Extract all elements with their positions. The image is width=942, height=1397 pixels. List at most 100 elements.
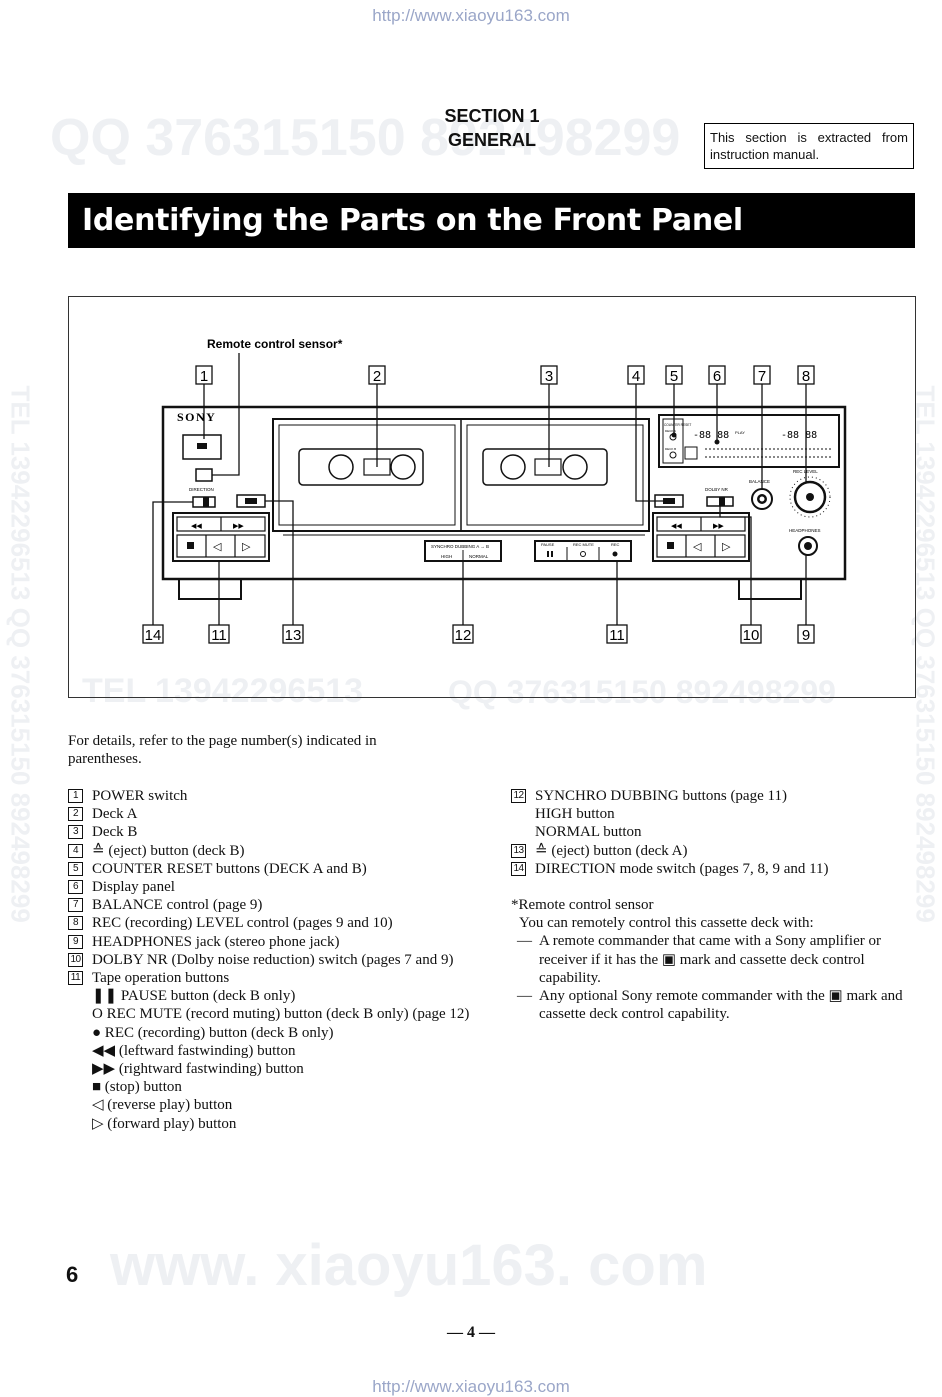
tape-button-item: ● REC (recording) button (deck B only) — [92, 1024, 334, 1041]
dolby-label: DOLBY NR — [705, 487, 729, 492]
page-title-banner: Identifying the Parts on the Front Panel — [68, 193, 915, 248]
synchro-label: SYNCHRO DUBBING A → B — [431, 544, 489, 549]
rec-level-knob — [793, 480, 827, 514]
watermark-tel: TEL 13942296513 — [82, 672, 364, 710]
page-number: 6 — [66, 1262, 79, 1287]
stop-a-glyph — [187, 542, 194, 549]
headphones-label: HEADPHONES — [789, 528, 821, 533]
ffwd-b-glyph: ▶▶ — [713, 523, 724, 530]
rev-play-b-glyph: ◁ — [693, 541, 702, 553]
deck-b-counter-label: DECK B — [665, 447, 676, 451]
callout-5: 5 — [670, 368, 678, 385]
deck-b-window — [466, 424, 644, 526]
callout-9: 9 — [802, 627, 810, 644]
transport-a — [172, 512, 270, 562]
callout-7: 7 — [758, 368, 766, 385]
sensor-label: Remote control sensor* — [207, 337, 343, 351]
callout-12: 12 — [455, 627, 472, 644]
cassette-a — [298, 448, 424, 486]
ffwd-a-glyph: ▶▶ — [233, 523, 244, 530]
sony-logo: SONY — [177, 410, 216, 424]
remote-sensor-intro: You can remotely control this cassette d… — [519, 915, 814, 932]
normal-label: NORMAL — [469, 554, 489, 559]
tape-button-item: ■ (stop) button — [92, 1079, 182, 1096]
counter-label: COUNTER RESET — [664, 423, 691, 427]
fwd-play-b-glyph: ▷ — [722, 541, 731, 553]
callout-6: 6 — [713, 368, 721, 385]
play-indicator: PLAY — [735, 430, 745, 435]
callout-3: 3 — [545, 368, 553, 385]
direction-label: DIRECTION — [189, 487, 214, 492]
watermark-qq-mid: QQ 376315150 892498299 — [448, 674, 836, 710]
tape-button-item: ◀◀ (leftward fastwinding) button — [92, 1042, 296, 1059]
callout-11-left: 11 — [211, 627, 227, 644]
callout-1: 1 — [200, 368, 208, 385]
cassette-b — [482, 448, 608, 486]
synchro-sub-item: NORMAL button — [535, 824, 642, 841]
callout-2: 2 — [373, 368, 381, 385]
stop-b-glyph — [667, 542, 674, 549]
fwd-play-a-glyph: ▷ — [242, 541, 251, 553]
rec-level-scale — [789, 476, 831, 518]
watermark-side-left: TEL 13942296513 QQ 376315150 892498299 — [5, 385, 36, 923]
tape-button-item: ▶▶ (rightward fastwinding) button — [92, 1061, 304, 1078]
remote-bullet: —A remote commander that came with a Son… — [517, 933, 881, 986]
section-number: SECTION 1 — [444, 106, 540, 126]
leader-lines — [152, 353, 807, 625]
synchro-sub-item: HIGH button — [535, 806, 615, 823]
left-foot — [178, 578, 242, 600]
footer-page-number: — 4 — — [447, 1324, 495, 1341]
tape-button-item: ❚❚ PAUSE button (deck B only) — [92, 988, 296, 1005]
front-panel-figure: Remote control sensor* SONY DIRECTION ◀◀… — [68, 296, 916, 698]
counter-reset-panel — [662, 418, 684, 464]
remote-sensor — [195, 468, 213, 482]
watermark-www: www. xiaoyu163. com — [110, 1233, 708, 1298]
rec-mute-label: REC MUTE — [573, 542, 594, 547]
callout-4: 4 — [632, 368, 640, 385]
pause-label: PAUSE — [541, 542, 555, 547]
rewind-b-glyph: ◀◀ — [671, 523, 682, 530]
watermark-url-bottom: http://www.xiaoyu163.com — [372, 1377, 570, 1396]
right-foot — [738, 578, 802, 600]
callout-10: 10 — [743, 627, 760, 644]
headphones-jack — [798, 536, 818, 556]
callout-11-right: 11 — [609, 627, 625, 644]
callout-8: 8 — [802, 368, 810, 385]
rewind-a-glyph: ◀◀ — [191, 523, 202, 530]
intro-text: For details, refer to the page number(s)… — [68, 733, 377, 767]
callout-14: 14 — [145, 627, 162, 644]
display-panel — [658, 414, 840, 468]
callout-13: 13 — [285, 627, 302, 644]
deck-a-counter-label: DECK A — [665, 429, 676, 433]
watermark-qq-header: QQ 376315150 892498299 — [50, 109, 681, 167]
balance-label: BALANCE — [749, 479, 770, 484]
extract-note: This section is extracted from instructi… — [704, 123, 914, 169]
remote-bullet: —Any optional Sony remote commander with… — [517, 988, 903, 1023]
watermark-url-top: http://www.xiaoyu163.com — [372, 6, 570, 25]
callouts-bottom: 14 11 13 12 11 10 9 — [142, 624, 815, 644]
rec-label: REC — [611, 542, 620, 547]
tape-button-item: ◁ (reverse play) button — [92, 1097, 233, 1114]
rev-play-a-glyph: ◁ — [213, 541, 222, 553]
deck-a-window — [278, 424, 456, 526]
list-item: 4≙ (eject) button (deck B) — [68, 842, 478, 860]
section-name: GENERAL — [447, 130, 536, 150]
tape-button-item: O REC MUTE (record muting) button (deck … — [92, 1006, 470, 1023]
front-panel-diagram: Remote control sensor* SONY DIRECTION ◀◀… — [142, 337, 847, 644]
display-digits-b: -88 88 — [781, 430, 817, 441]
high-label: HIGH — [441, 554, 452, 559]
display-digits-a: -88 88 — [693, 430, 729, 441]
